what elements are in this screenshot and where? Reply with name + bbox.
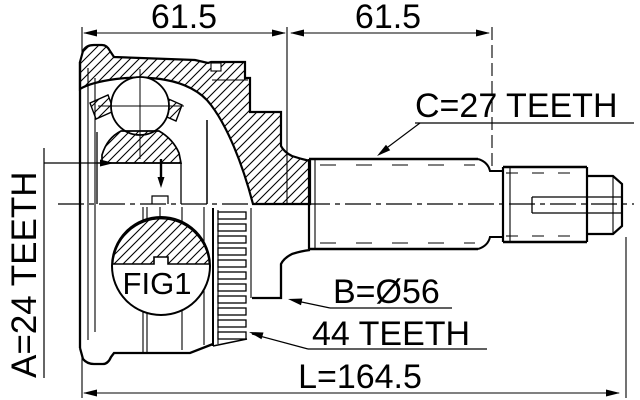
- ring-tooth: [217, 223, 247, 232]
- inner-race-section: [96, 120, 208, 204]
- arrowhead: [83, 29, 97, 37]
- arrowhead: [606, 389, 620, 397]
- ring-tooth: [217, 295, 247, 304]
- dimension-top-right: 61.5: [290, 0, 493, 166]
- ring-tooth: [217, 271, 247, 280]
- keyway-slot: [531, 196, 621, 214]
- annotation-inner-spline: A=24 TEETH: [5, 148, 114, 378]
- ball-bearing: [98, 69, 184, 159]
- dim-value: 61.5: [151, 0, 217, 36]
- ring-tooth: [217, 259, 247, 268]
- annotation-outer-diameter: B=Ø56: [288, 273, 452, 311]
- arrowhead: [476, 29, 490, 37]
- figure-label: FIG1: [123, 266, 192, 301]
- drive-shaft: [307, 157, 502, 251]
- arrowhead: [100, 159, 114, 167]
- arrowhead: [272, 29, 286, 37]
- arrowhead: [249, 332, 264, 340]
- spline-end: [501, 165, 589, 244]
- arrowhead: [377, 144, 391, 156]
- dimension-top-left: 61.5: [81, 0, 288, 204]
- annotation-shaft-spline: C=27 TEETH: [377, 87, 634, 156]
- abs-ring-cap-notch: [210, 62, 222, 72]
- annotation-label: A=24 TEETH: [5, 171, 44, 378]
- ring-tooth: [217, 331, 247, 340]
- abs-tone-ring: [212, 208, 248, 347]
- ring-tooth: [217, 211, 247, 220]
- annotation-abs-ring: 44 TEETH: [249, 315, 487, 353]
- annotation-label: C=27 TEETH: [415, 87, 618, 125]
- figure-callout: FIG1: [111, 216, 211, 316]
- ring-tooth: [217, 307, 247, 316]
- arrowhead: [83, 389, 97, 397]
- annotation-label: 44 TEETH: [312, 315, 470, 353]
- arrowhead: [290, 29, 304, 37]
- ring-tooth: [217, 283, 247, 292]
- dim-value: 61.5: [355, 0, 421, 36]
- dim-value: L=164.5: [298, 358, 422, 396]
- threaded-stub-end: [531, 174, 624, 236]
- ring-tooth: [217, 235, 247, 244]
- spline-keyway-notch: [151, 195, 169, 204]
- dimension-overall-length: L=164.5: [81, 237, 627, 398]
- ring-tooth: [217, 319, 247, 328]
- shaft-neck-groove: [477, 158, 502, 172]
- arrowhead: [288, 298, 303, 306]
- ring-tooth: [217, 247, 247, 256]
- annotation-label: B=Ø56: [333, 273, 440, 311]
- snap-ring-arrow: [157, 177, 165, 188]
